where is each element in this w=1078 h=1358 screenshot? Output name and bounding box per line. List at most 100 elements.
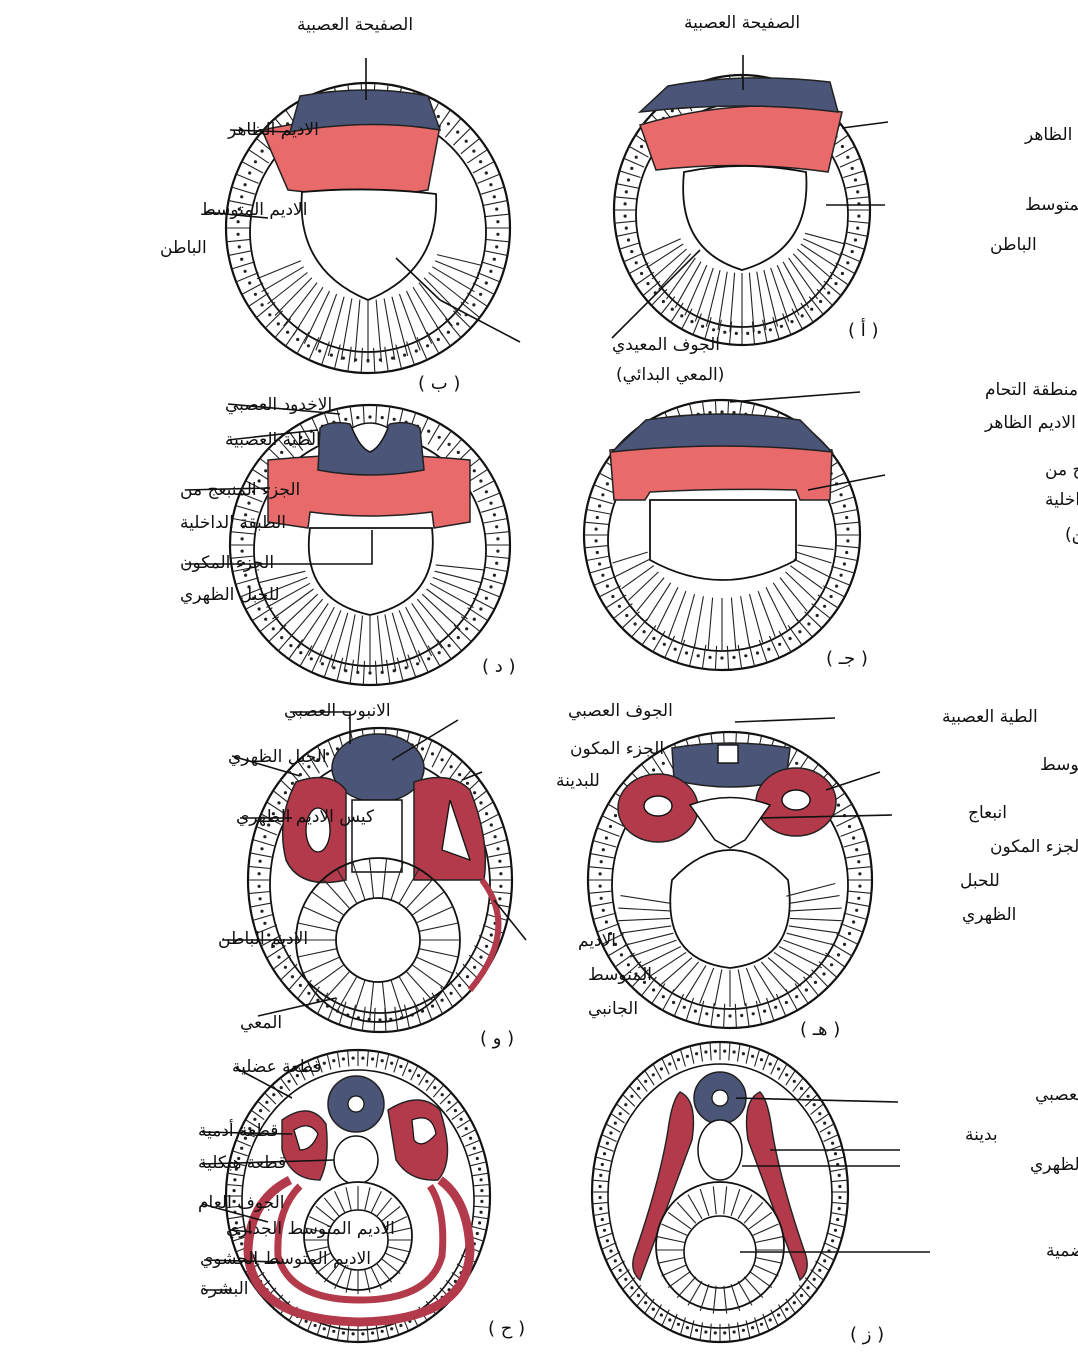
cell-nucleus xyxy=(818,1112,821,1115)
cell-nucleus xyxy=(496,847,499,850)
cell-nucleus xyxy=(437,338,440,341)
panel-c-archenteron xyxy=(650,500,796,580)
cell-nucleus xyxy=(807,1095,810,1098)
cell-nucleus xyxy=(259,1109,262,1112)
panel-e-neural-fold-label: الطية العصبية xyxy=(942,707,1038,727)
panel-b-endomesoderm-label-2: الباطن xyxy=(160,238,207,258)
cell-nucleus xyxy=(668,1062,671,1065)
cell-nucleus xyxy=(299,984,302,987)
cell-nucleus xyxy=(694,1010,697,1013)
cell-nucleus xyxy=(856,227,859,230)
cell-nucleus xyxy=(261,303,264,306)
panel-g-gut-canal-label: القناة الهضمية xyxy=(1046,1241,1078,1261)
cell-nucleus xyxy=(671,308,674,311)
cell-nucleus xyxy=(473,791,476,794)
cell-nucleus xyxy=(421,747,424,750)
panel-h-myotome-label: قطعة عضلية xyxy=(232,1057,322,1077)
cell-nucleus xyxy=(480,1200,483,1203)
cell-nucleus xyxy=(601,1163,604,1166)
cell-nucleus xyxy=(596,551,599,554)
cell-nucleus xyxy=(448,443,451,446)
panel-f-somite-part-label-2: للبدينة xyxy=(556,771,600,791)
cell-nucleus xyxy=(466,975,469,978)
cell-nucleus xyxy=(485,171,488,174)
cell-nucleus xyxy=(496,233,499,236)
cell-nucleus xyxy=(254,160,257,163)
cell-nucleus xyxy=(624,1278,627,1281)
cell-nucleus xyxy=(599,1207,602,1210)
cell-nucleus xyxy=(854,238,857,241)
cell-nucleus xyxy=(437,115,440,118)
cell-nucleus xyxy=(605,836,608,839)
cell-nucleus xyxy=(393,418,396,421)
panel-a-neural-plate-label: الصفيحة العصبية xyxy=(684,13,800,33)
cell-nucleus xyxy=(485,945,488,948)
cell-nucleus xyxy=(480,1211,483,1214)
cell-nucleus xyxy=(609,1249,612,1252)
cell-nucleus xyxy=(793,1301,796,1304)
cell-nucleus xyxy=(495,562,498,565)
cell-nucleus xyxy=(683,1006,686,1009)
cell-nucleus xyxy=(495,525,498,528)
cell-nucleus xyxy=(241,537,244,540)
panel-e-archenteron xyxy=(670,850,790,968)
cell-nucleus xyxy=(840,574,843,577)
cell-nucleus xyxy=(390,1327,393,1330)
cell-nucleus xyxy=(837,953,840,956)
cell-nucleus xyxy=(496,537,499,540)
cell-nucleus xyxy=(652,768,655,771)
cell-nucleus xyxy=(671,109,674,112)
cell-nucleus xyxy=(827,291,830,294)
panel-h-neural-tube xyxy=(328,1076,384,1132)
panel-f-neural-tube-label: الانبوب العصبي xyxy=(284,701,391,721)
panel-f-endoderm-label: الاديم الباطن xyxy=(218,929,308,949)
cell-nucleus xyxy=(606,585,609,588)
cell-nucleus xyxy=(777,1067,780,1070)
panel-h: ( ح ) قطعة عضلية قطعة أدمية قطعة هيكلية … xyxy=(198,1050,525,1342)
cell-nucleus xyxy=(640,272,643,275)
panel-f-lateral-label-2: المتوسط xyxy=(588,965,652,985)
cell-nucleus xyxy=(733,1330,736,1333)
cell-nucleus xyxy=(237,220,240,223)
cell-nucleus xyxy=(296,338,299,341)
panel-c-fusion-zone-label: منطقة التحام xyxy=(985,380,1078,400)
cell-nucleus xyxy=(356,416,359,419)
cell-nucleus xyxy=(838,1207,841,1210)
cell-nucleus xyxy=(238,245,241,248)
cell-nucleus xyxy=(857,215,860,218)
cell-nucleus xyxy=(441,1093,444,1096)
panel-b-archenteron-label-2: (المعي البدائي) xyxy=(616,365,724,385)
cell-nucleus xyxy=(662,300,665,303)
cell-nucleus xyxy=(834,1229,837,1232)
cell-nucleus xyxy=(660,1067,663,1070)
panel-f-caption: ( و ) xyxy=(480,1028,514,1049)
cell-nucleus xyxy=(342,357,345,360)
cell-nucleus xyxy=(695,1329,698,1332)
cell-nucleus xyxy=(785,1308,788,1311)
cell-nucleus xyxy=(697,654,700,657)
cell-nucleus xyxy=(742,1052,745,1055)
cell-nucleus xyxy=(599,872,602,875)
cell-nucleus xyxy=(314,1324,317,1327)
cell-nucleus xyxy=(323,1327,326,1330)
cell-nucleus xyxy=(704,1330,707,1333)
cell-nucleus xyxy=(801,314,804,317)
cell-nucleus xyxy=(854,178,857,181)
cell-nucleus xyxy=(465,627,468,630)
cell-nucleus xyxy=(473,469,476,472)
cell-nucleus xyxy=(835,585,838,588)
cell-nucleus xyxy=(823,1259,826,1262)
panel-g-caption: ( ز ) xyxy=(850,1324,884,1345)
cell-nucleus xyxy=(480,1178,483,1181)
cell-nucleus xyxy=(264,469,267,472)
cell-nucleus xyxy=(635,156,638,159)
cell-nucleus xyxy=(448,644,451,647)
panel-e-evagination-label-1: انبعاج xyxy=(968,803,1007,823)
cell-nucleus xyxy=(836,1218,839,1221)
panel-h-splanchnic-label: الاديم المتوسط الحشوي xyxy=(200,1249,371,1269)
cell-nucleus xyxy=(438,651,441,654)
cell-nucleus xyxy=(756,651,759,654)
cell-nucleus xyxy=(247,502,250,505)
cell-nucleus xyxy=(634,622,637,625)
cell-nucleus xyxy=(479,801,482,804)
